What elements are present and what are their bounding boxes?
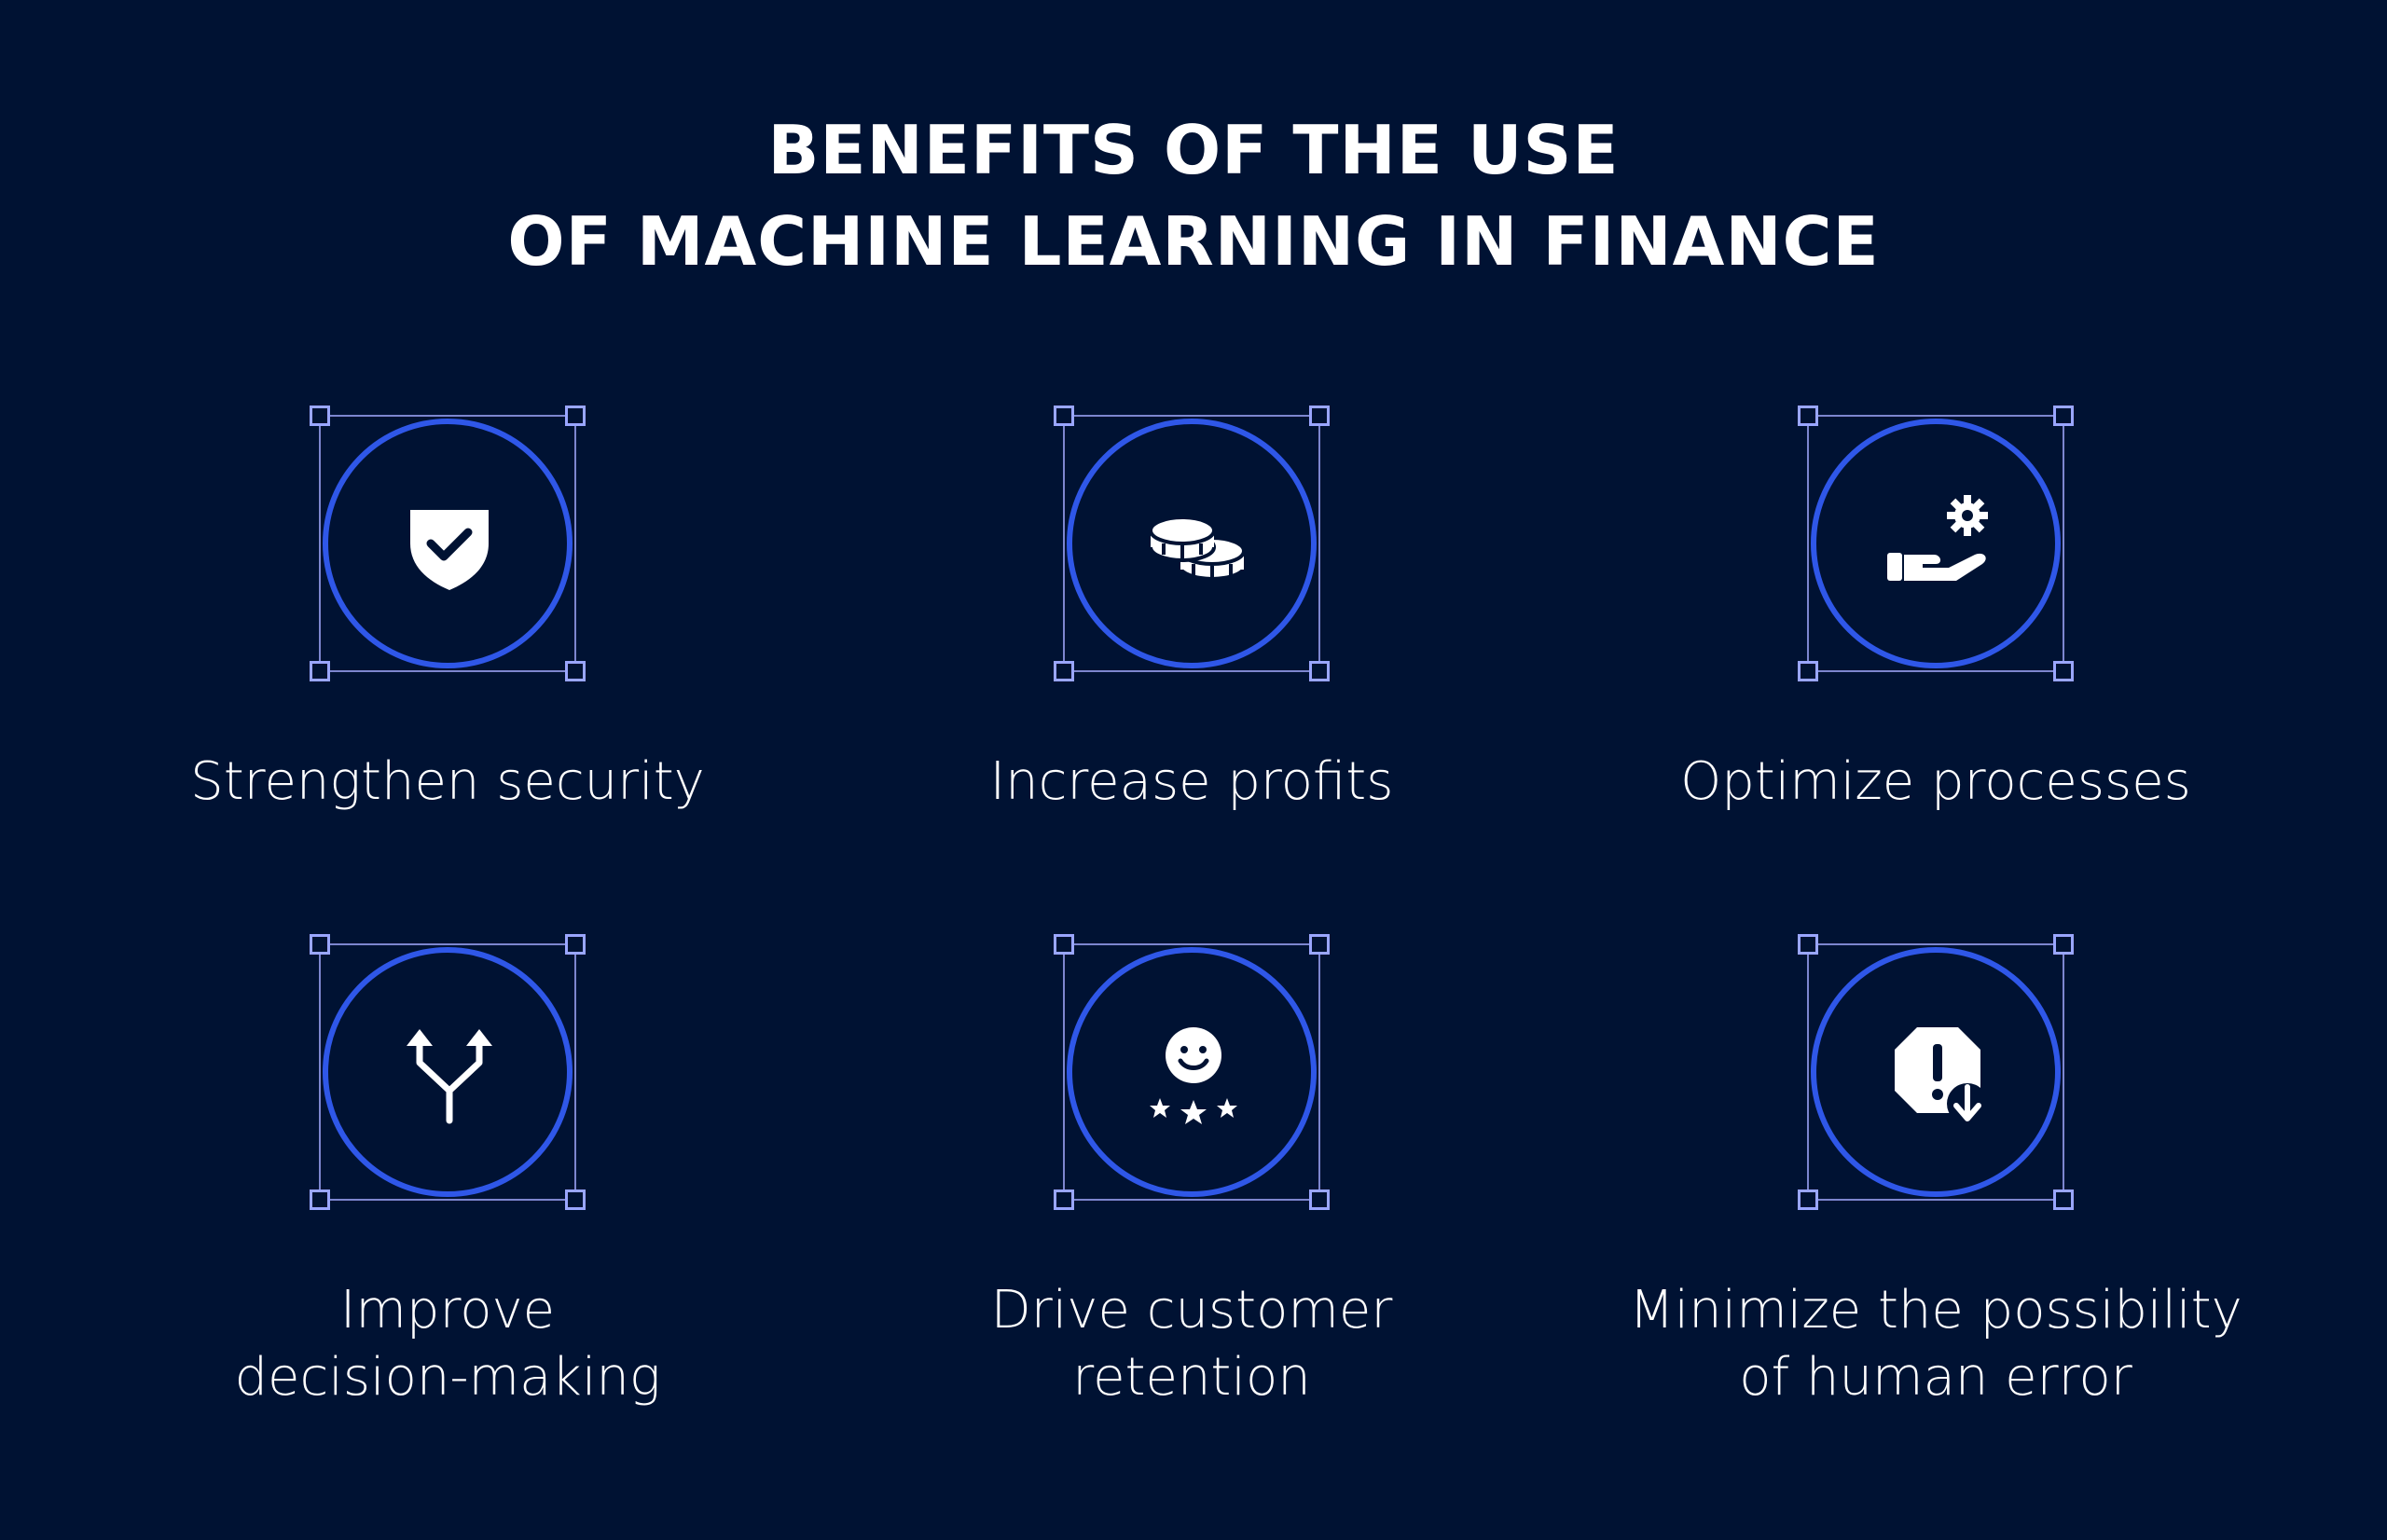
benefit-label-line: retention bbox=[1072, 1347, 1311, 1408]
frame-handle bbox=[1054, 1189, 1074, 1210]
frame-handle bbox=[310, 1189, 330, 1210]
frame-handle bbox=[2053, 661, 2074, 681]
benefit-label-line: Drive customer bbox=[990, 1280, 1393, 1341]
icon-ring bbox=[1811, 419, 2061, 668]
frame-handle bbox=[1798, 406, 1818, 426]
frame-handle bbox=[565, 661, 586, 681]
title-line-1: BENEFITS OF THE USE bbox=[767, 111, 1620, 189]
icon-ring bbox=[1067, 419, 1317, 668]
frame-handle bbox=[310, 406, 330, 426]
frame-handle bbox=[2053, 934, 2074, 955]
icon-frame bbox=[310, 406, 586, 681]
benefit-label-line: Improve bbox=[339, 1280, 556, 1341]
frame-handle bbox=[1309, 1189, 1330, 1210]
benefit-label-line: decision-making bbox=[234, 1347, 661, 1408]
frame-handle bbox=[2053, 1189, 2074, 1210]
icon-frame bbox=[1054, 934, 1330, 1210]
icon-ring bbox=[1811, 947, 2061, 1197]
icon-frame bbox=[1054, 406, 1330, 681]
title-line-2: OF MACHINE LEARNING IN FINANCE bbox=[507, 202, 1880, 281]
frame-handle bbox=[1309, 934, 1330, 955]
coins-icon bbox=[1149, 516, 1246, 579]
benefit-label: Increase profits bbox=[837, 749, 1546, 816]
benefit-label: Drive customer retention bbox=[837, 1277, 1546, 1411]
frame-handle bbox=[1054, 661, 1074, 681]
frame-handle bbox=[1309, 661, 1330, 681]
smiley-stars-icon bbox=[1150, 1027, 1237, 1124]
frame-handle bbox=[310, 661, 330, 681]
frame-handle bbox=[565, 406, 586, 426]
frame-handle bbox=[2053, 406, 2074, 426]
frame-handle bbox=[1798, 1189, 1818, 1210]
icon-frame bbox=[1798, 934, 2074, 1210]
benefit-label-line: Minimize the possibility bbox=[1629, 1280, 2242, 1341]
hand-gear-icon bbox=[1887, 495, 1988, 581]
icon-ring bbox=[323, 419, 573, 668]
frame-handle bbox=[1309, 406, 1330, 426]
icon-frame bbox=[310, 934, 586, 1210]
frame-handle bbox=[1798, 934, 1818, 955]
warning-octagon-down-icon bbox=[1895, 1027, 1988, 1124]
benefit-label: Strengthen security bbox=[93, 749, 802, 816]
icon-frame bbox=[1798, 406, 2074, 681]
split-arrows-icon bbox=[407, 1029, 492, 1124]
benefit-label: Optimize processes bbox=[1581, 749, 2290, 816]
frame-handle bbox=[1054, 406, 1074, 426]
frame-handle bbox=[1798, 661, 1818, 681]
benefit-label-line: Increase profits bbox=[989, 751, 1394, 812]
benefit-label: Improve decision-making bbox=[93, 1277, 802, 1411]
benefit-label-line: Optimize processes bbox=[1680, 751, 2191, 812]
benefit-label-line: of human error bbox=[1739, 1347, 2132, 1408]
benefit-label-line: Strengthen security bbox=[190, 751, 705, 812]
icon-ring bbox=[323, 947, 573, 1197]
frame-handle bbox=[565, 1189, 586, 1210]
frame-handle bbox=[565, 934, 586, 955]
shield-check-icon bbox=[410, 510, 489, 590]
icon-ring bbox=[1067, 947, 1317, 1197]
page-title: BENEFITS OF THE USE OF MACHINE LEARNING … bbox=[0, 104, 2387, 287]
frame-handle bbox=[310, 934, 330, 955]
frame-handle bbox=[1054, 934, 1074, 955]
benefit-label: Minimize the possibility of human error bbox=[1581, 1277, 2290, 1411]
